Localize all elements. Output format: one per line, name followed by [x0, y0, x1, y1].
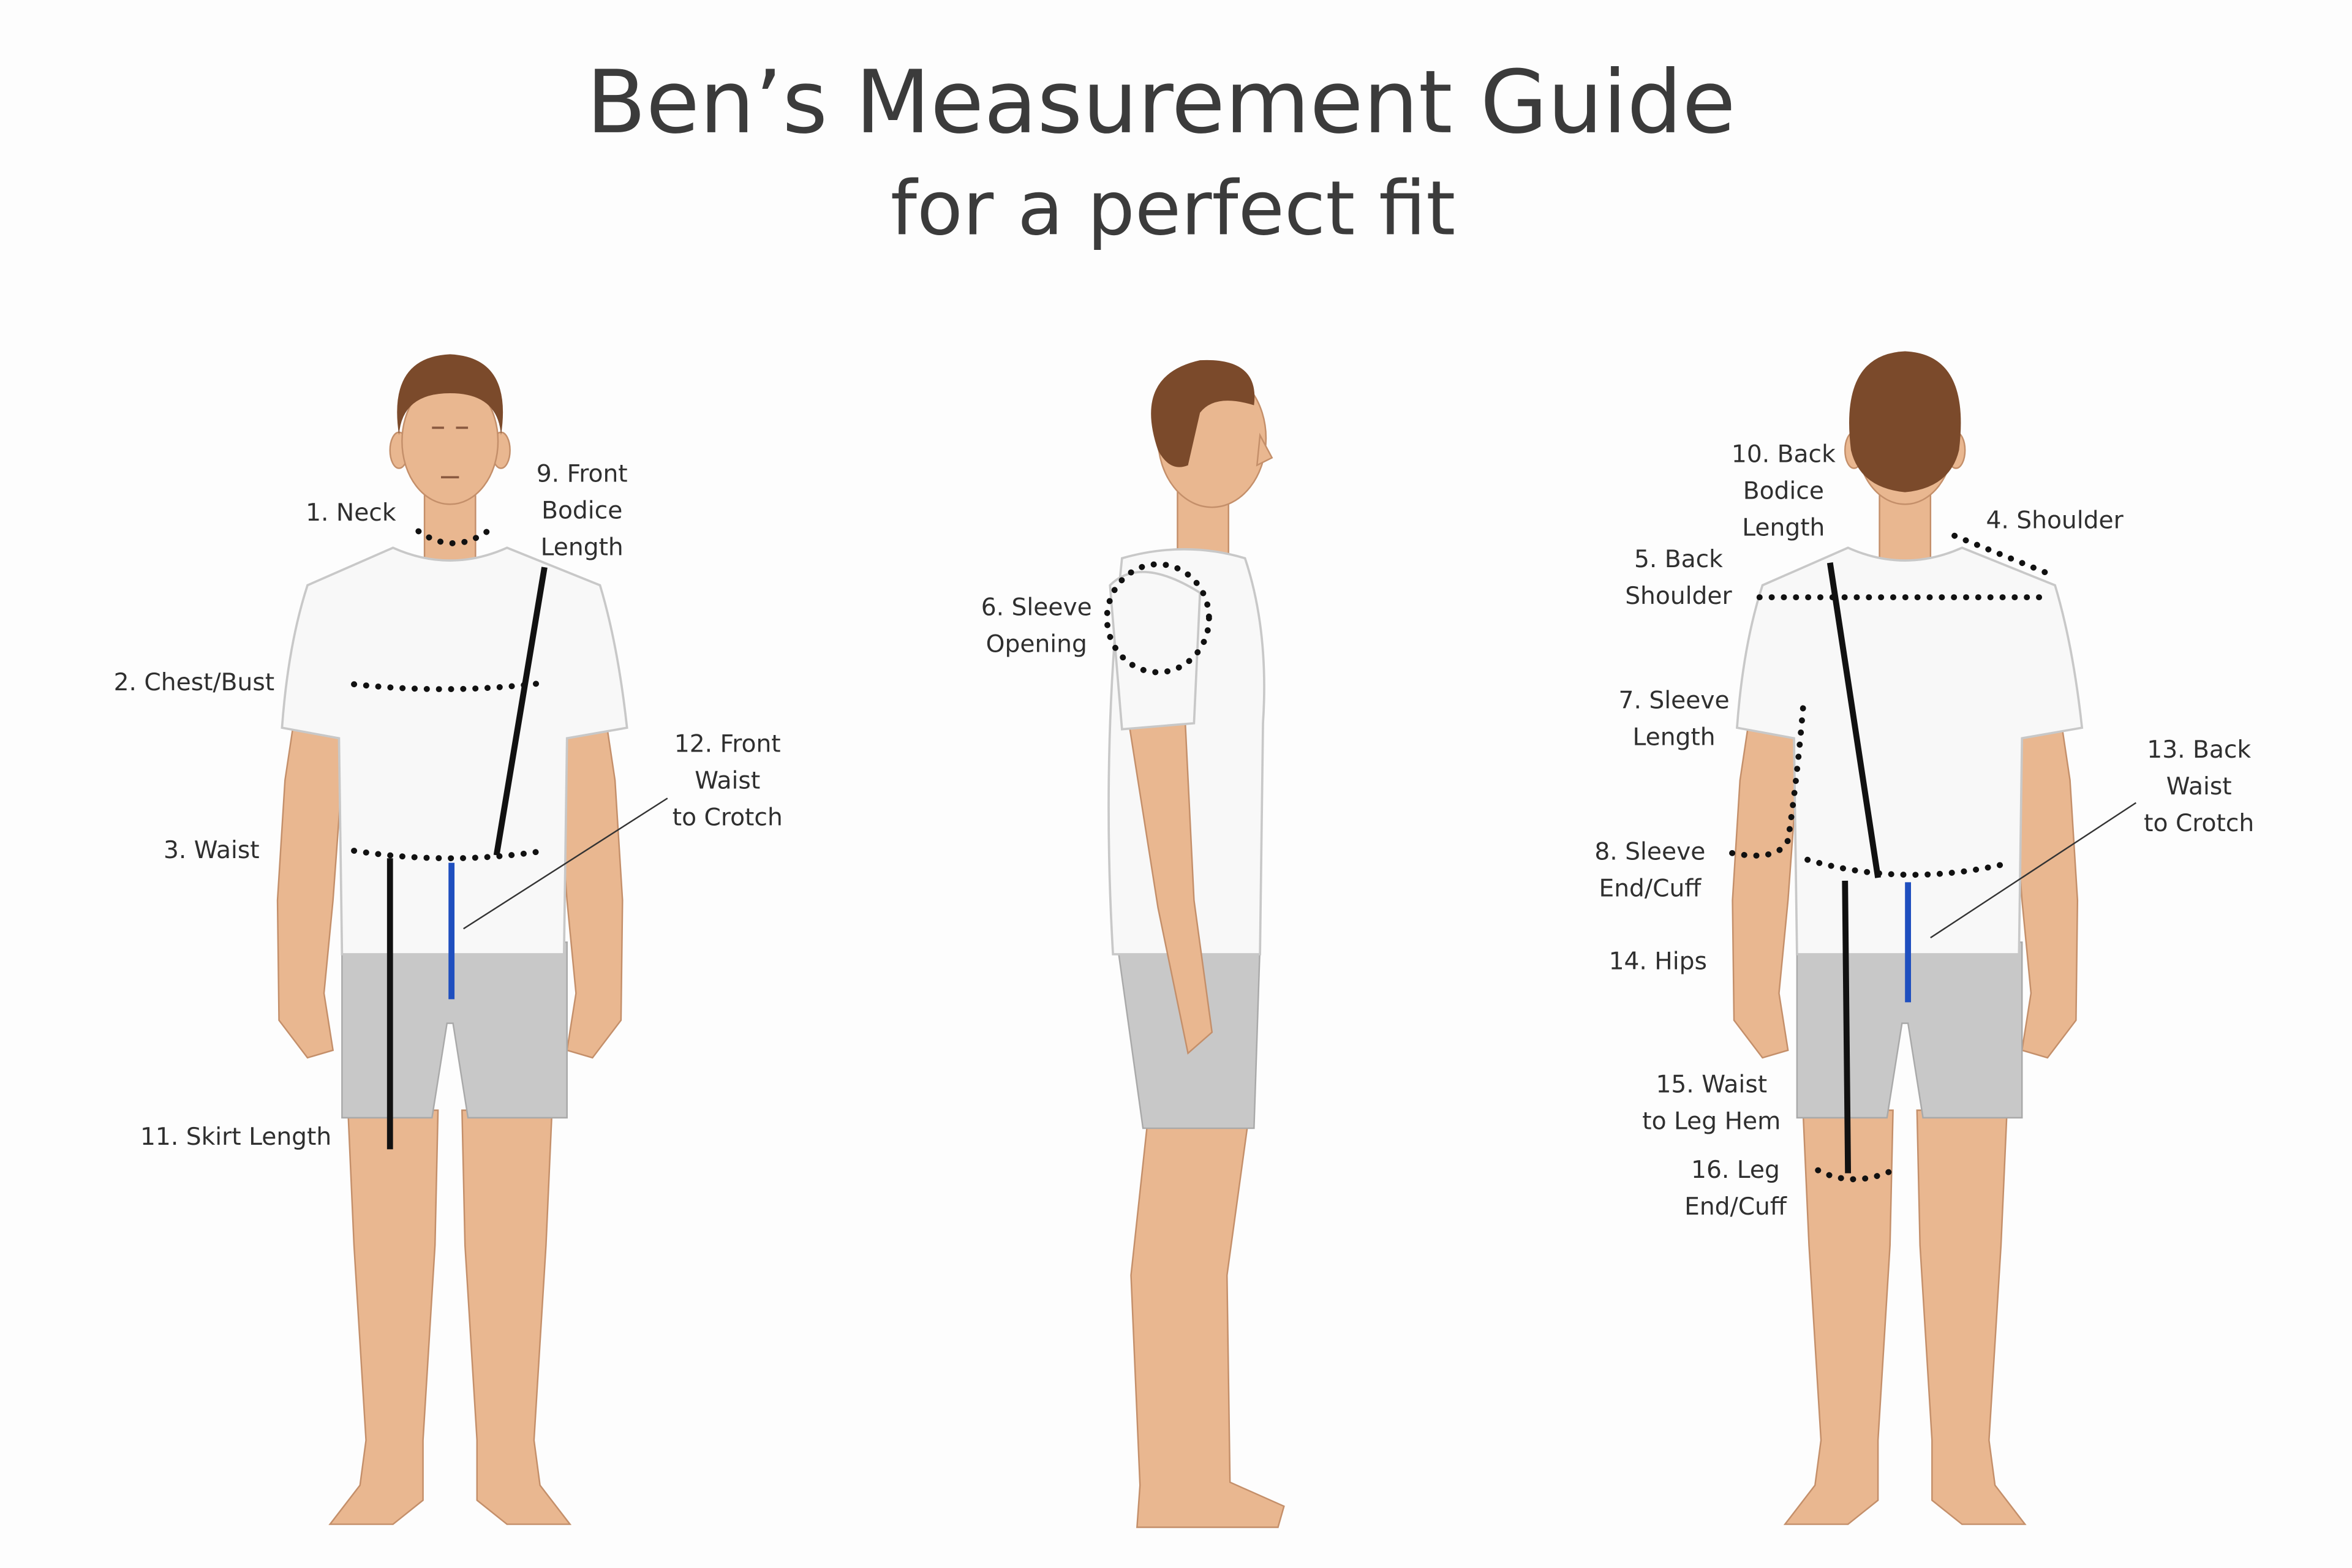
- label-line: 5. Back: [1634, 546, 1723, 573]
- front-bodice-line: [493, 567, 548, 856]
- label-line: 8. Sleeve: [1594, 839, 1705, 866]
- label-line: 9. Front: [537, 461, 628, 488]
- label-line: 10. Back: [1732, 441, 1836, 469]
- label-chest: 2. Chest/Bust: [114, 669, 275, 696]
- label-line: Length: [541, 534, 624, 562]
- label-line: Bodice: [541, 497, 622, 525]
- label-line: Waist: [2166, 773, 2232, 801]
- label-line: 11. Skirt Length: [140, 1123, 331, 1151]
- page-title: Ben’s Measurement Guide: [586, 52, 1735, 153]
- label-line: Opening: [986, 630, 1087, 658]
- label-line: End/Cuff: [1599, 875, 1702, 903]
- label-line: 6. Sleeve: [981, 594, 1092, 621]
- leg-cuff-measure-line: [1815, 1167, 1896, 1183]
- label-line: 12. Front: [674, 730, 781, 758]
- back-hair: [1849, 351, 1961, 492]
- side-view-figure: [1104, 360, 1285, 1528]
- label-line: Waist: [695, 767, 760, 794]
- back-bodice-line: [1826, 562, 1881, 878]
- side-hair: [1151, 360, 1255, 467]
- label-line: 2. Chest/Bust: [114, 669, 275, 696]
- label-waist-leg-hem: 15. Waist to Leg Hem: [1642, 1071, 1781, 1135]
- label-line: Shoulder: [1625, 582, 1732, 610]
- label-line: 16. Leg: [1691, 1156, 1780, 1184]
- face-features: [432, 426, 469, 479]
- label-line: End/Cuff: [1684, 1193, 1787, 1221]
- hips-measure-line: [1804, 856, 2013, 878]
- page-subtitle: for a perfect fit: [891, 164, 1455, 252]
- label-line: 13. Back: [2147, 736, 2251, 764]
- label-line: Length: [1632, 723, 1715, 751]
- label-line: 14. Hips: [1609, 948, 1707, 975]
- waist-measure-line: [351, 848, 548, 862]
- measurement-labels: 1. Neck 2. Chest/Bust 3. Waist 4. Shoulder 5…: [114, 441, 2255, 1221]
- label-line: Length: [1742, 514, 1825, 542]
- label-line: Bodice: [1743, 478, 1824, 505]
- label-line: 1. Neck: [306, 499, 396, 527]
- label-skirt-length: 11. Skirt Length: [140, 1123, 331, 1151]
- label-line: to Crotch: [673, 804, 783, 831]
- label-hips: 14. Hips: [1609, 948, 1707, 975]
- label-neck: 1. Neck: [306, 499, 396, 527]
- back-crotch-leader: [1930, 802, 2137, 939]
- waist-leg-hem-line: [1842, 880, 1852, 1174]
- sleeve-length-measure-line: [1725, 705, 1806, 859]
- label-line: 15. Waist: [1656, 1071, 1767, 1098]
- label-line: to Crotch: [2144, 810, 2254, 837]
- label-waist: 3. Waist: [164, 837, 260, 864]
- neck-measure-line: [415, 528, 491, 546]
- label-line: 7. Sleeve: [1619, 687, 1730, 714]
- front-crotch-leader: [463, 797, 668, 930]
- front-hair: [397, 354, 503, 435]
- label-line: 3. Waist: [164, 837, 260, 864]
- label-shoulder: 4. Shoulder: [1986, 507, 2124, 534]
- sleeve-opening-measure-line: [1104, 561, 1212, 676]
- chest-measure-line: [351, 679, 548, 693]
- front-view-figure: [276, 354, 668, 1526]
- back-view-figure: [1725, 351, 2137, 1526]
- label-line: to Leg Hem: [1642, 1107, 1781, 1135]
- label-line: 4. Shoulder: [1986, 507, 2124, 534]
- shoulder-measure-line: [1951, 532, 2051, 576]
